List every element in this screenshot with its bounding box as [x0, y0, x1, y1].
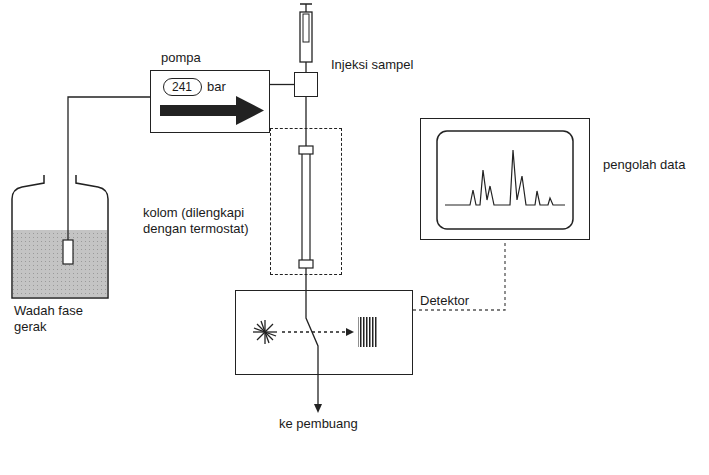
detector-box: Detektor	[235, 290, 413, 375]
tube-connector	[305, 275, 306, 290]
tube-connector	[270, 84, 294, 85]
solvent-bottle	[12, 175, 108, 298]
waste-arrow	[314, 375, 322, 413]
outlet-label: ke pembuang	[279, 416, 358, 432]
node-label: Injeksi sampel	[331, 57, 413, 73]
tube-connector	[68, 97, 150, 175]
solvent-reservoir: Wadah fase gerak	[8, 175, 112, 300]
column-box: kolom (dilengkapi dengan termostat)	[270, 128, 342, 275]
monitor-screen	[437, 131, 573, 229]
node-label: pengolah data	[603, 157, 685, 173]
unit-label: bar	[207, 79, 226, 95]
column-tube	[299, 128, 313, 275]
pump-arrow	[160, 96, 264, 125]
pressure-display: 241	[163, 78, 202, 96]
syringe	[300, 4, 312, 72]
data-monitor: pengolah data	[420, 118, 590, 240]
injector-box: Injeksi sampel	[294, 72, 318, 97]
pressure-value: 241	[172, 79, 192, 95]
node-label: Detektor	[420, 293, 469, 309]
node-label: pompa	[161, 50, 201, 66]
node-label: Wadah fase gerak	[14, 303, 114, 335]
tube-connector	[305, 97, 306, 128]
detector-optics	[253, 290, 378, 375]
tube-connector	[413, 240, 505, 310]
node-label: kolom (dilengkapi dengan termostat)	[143, 205, 265, 237]
